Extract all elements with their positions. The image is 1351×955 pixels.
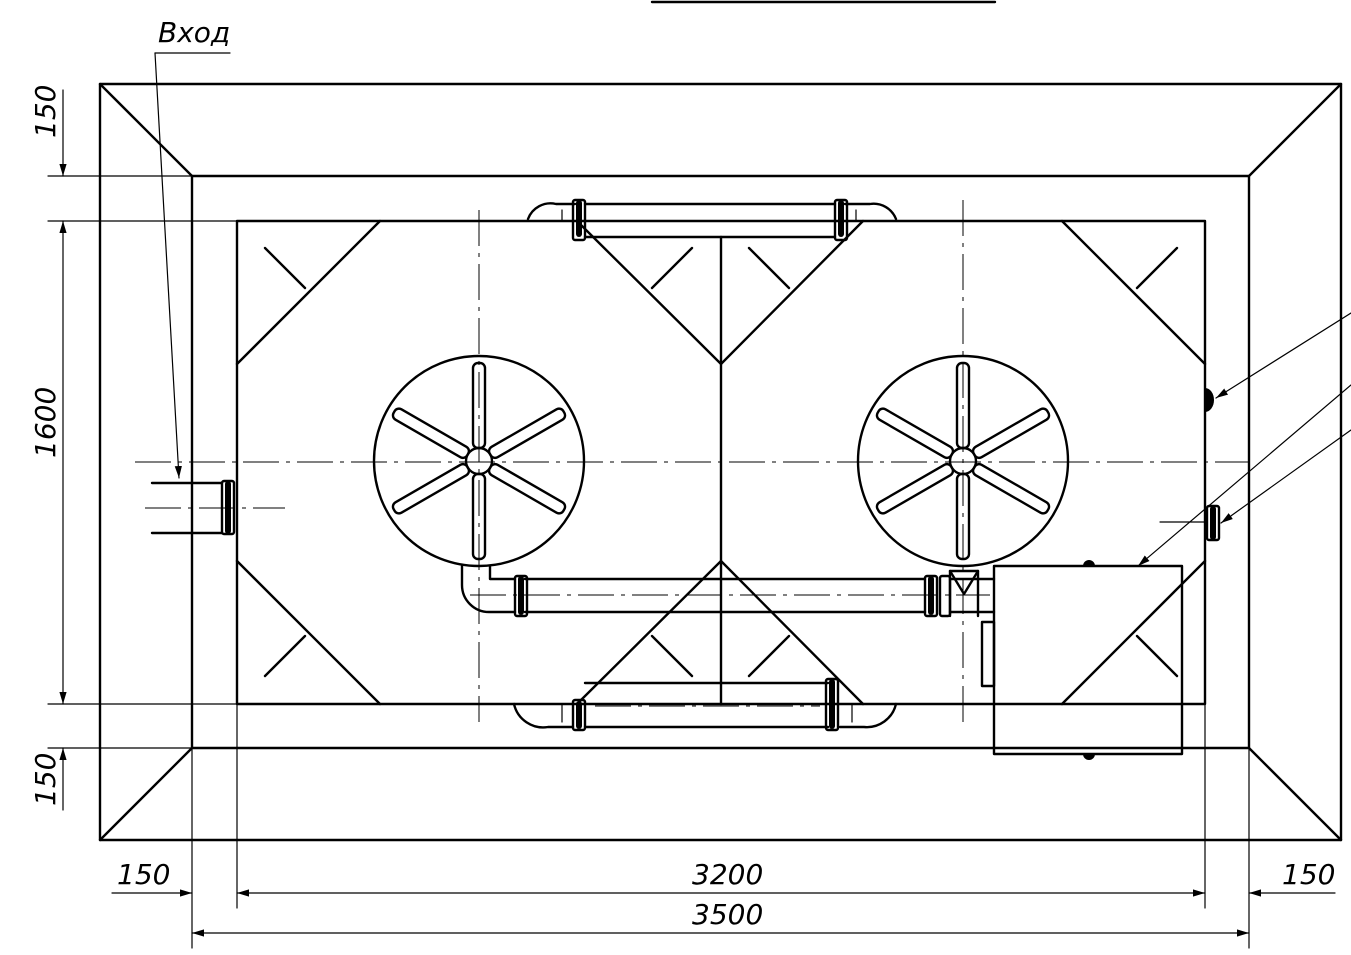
leader-lines <box>154 52 1351 567</box>
bottom-overflow-pipe <box>512 677 898 732</box>
right-side-fittings <box>1159 388 1221 542</box>
dimension-lines <box>47 89 1336 949</box>
dim-right-margin: 150 <box>1282 858 1335 891</box>
dim-inner-width: 3200 <box>692 858 763 891</box>
dim-inner-height: 1600 <box>29 387 62 458</box>
left-tank-hoppers <box>235 219 723 706</box>
dim-top-margin: 150 <box>29 85 62 138</box>
middle-connecting-pipe <box>460 564 996 618</box>
dim-left-margin: 150 <box>117 858 170 891</box>
center-lines <box>135 200 1250 722</box>
dim-overall-width: 3500 <box>692 898 763 931</box>
control-cabinet <box>980 560 1184 760</box>
dim-bottom-margin: 150 <box>29 753 62 806</box>
top-overflow-pipe <box>526 198 898 242</box>
inlet-label: Вход <box>158 16 230 49</box>
